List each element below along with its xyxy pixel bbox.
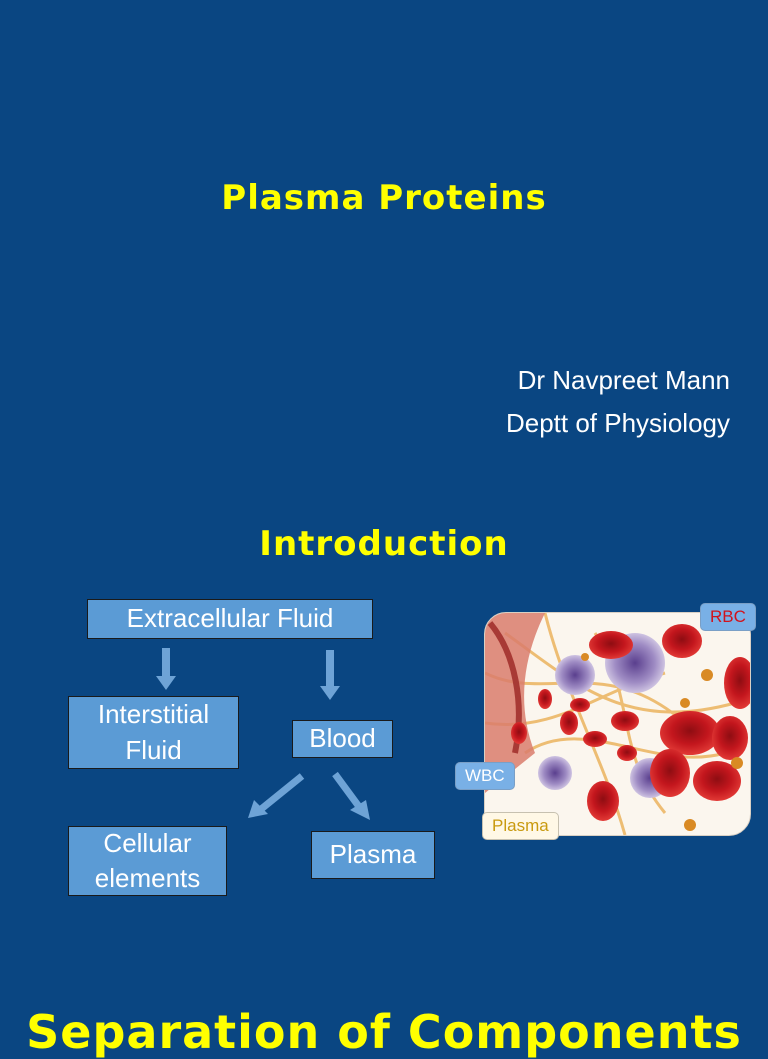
author-name: Dr Navpreet Mann	[517, 365, 730, 395]
extracellular-fluid-box: Extracellular Fluid	[87, 599, 373, 639]
cellular-line-2: elements	[94, 863, 201, 893]
arrow-diagonal-plasma	[332, 771, 370, 820]
slide-title: Plasma Proteins	[221, 178, 547, 218]
cellular-elements-box: Cellular elements	[68, 826, 227, 896]
blood-cells-image	[485, 613, 750, 835]
wbc-label: WBC	[455, 762, 515, 790]
plasma-label: Plasma	[329, 839, 417, 870]
blood-label: Blood	[309, 723, 376, 754]
author-department: Deptt of Physiology	[505, 408, 730, 438]
arrow-diagonal-cellular	[248, 773, 305, 818]
separation-title: Separation of Components	[26, 1005, 742, 1059]
interstitial-fluid-box: Interstitial Fluid	[68, 696, 239, 769]
arrow-down-interstitial	[156, 648, 176, 690]
introduction-title: Introduction	[259, 524, 509, 564]
blood-box: Blood	[292, 720, 393, 758]
arrow-down-blood	[320, 650, 340, 700]
extracellular-fluid-label: Extracellular Fluid	[126, 603, 334, 634]
plasma-box: Plasma	[311, 831, 435, 879]
rbc-label: RBC	[700, 603, 756, 631]
blood-cells-illustration	[484, 612, 751, 836]
interstitial-line-1: Interstitial	[97, 699, 210, 730]
plasma-illustration-label: Plasma	[482, 812, 559, 840]
interstitial-line-2: Fluid	[125, 734, 182, 765]
cellular-line-1: Cellular	[103, 827, 192, 858]
